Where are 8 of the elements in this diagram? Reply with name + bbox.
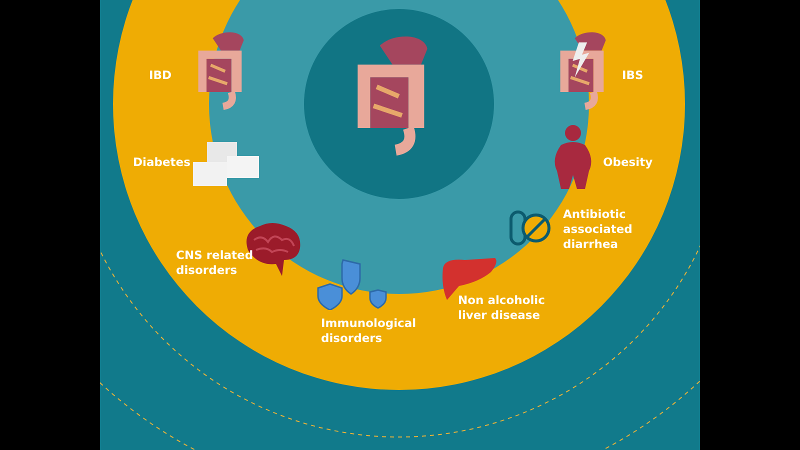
condition-label: CNS related disorders xyxy=(176,248,254,278)
condition-label: Non alcoholic liver disease xyxy=(458,293,546,323)
condition-label: Obesity xyxy=(603,155,654,170)
condition-label: Diabetes xyxy=(133,155,192,170)
condition-label: Immunological disorders xyxy=(321,316,418,346)
condition-label: IBD xyxy=(149,68,173,83)
condition-label: IBS xyxy=(622,68,644,83)
condition-label: Antibiotic associated diarrhea xyxy=(563,207,634,252)
